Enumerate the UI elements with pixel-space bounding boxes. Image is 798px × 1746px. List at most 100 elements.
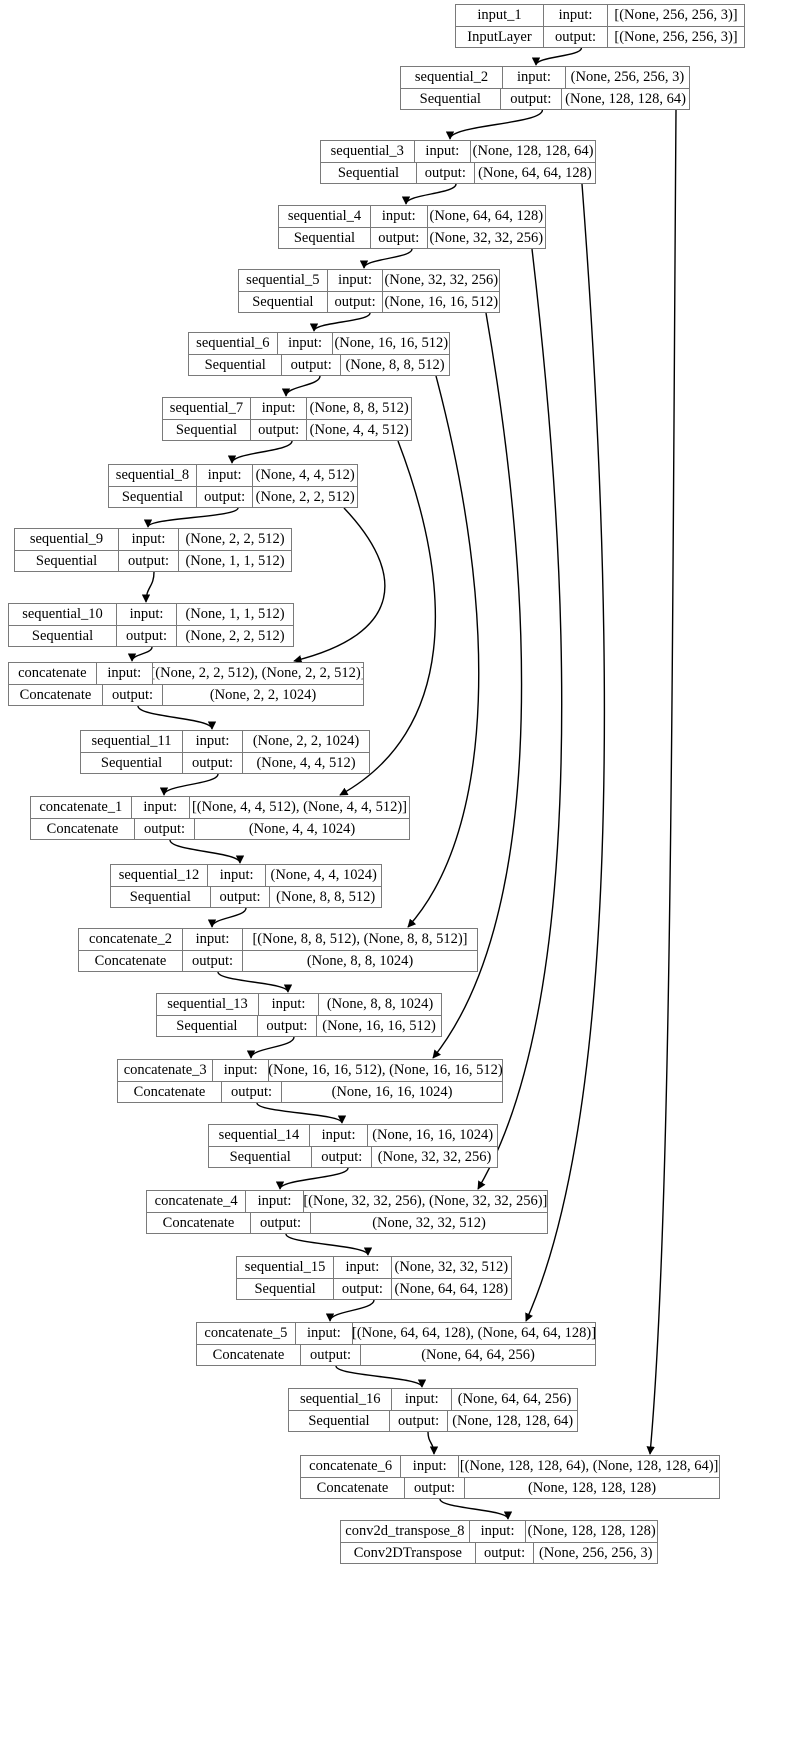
node-class: Sequential — [321, 162, 417, 183]
edge-sequential_2-to-sequential_3 — [445, 109, 544, 140]
node-output-shape: (None, 2, 2, 1024) — [209, 686, 317, 703]
node-output-label: output: — [417, 162, 475, 183]
node-output-label: output: — [334, 1278, 392, 1299]
node-class: Conv2DTranspose — [341, 1542, 476, 1563]
edge-sequential_16-to-concatenate_6 — [427, 1431, 439, 1455]
node-output-shape: (None, 32, 32, 512) — [372, 1214, 486, 1231]
edge-sequential_11-to-concatenate_1 — [159, 773, 219, 796]
edge-concatenate-to-sequential_11 — [137, 705, 217, 730]
node-class: Concatenate — [79, 950, 183, 971]
node-output-shape: [(None, 256, 256, 3)] — [614, 28, 738, 45]
node-input-shape: (None, 256, 256, 3) — [570, 69, 685, 85]
node-input-label: input: — [259, 994, 319, 1015]
node-input-shape: (None, 128, 128, 128) — [527, 1523, 656, 1539]
edge-sequential_10-to-concatenate — [127, 646, 153, 662]
node-input-label: input: — [392, 1389, 453, 1410]
node-name: sequential_8 — [109, 465, 197, 486]
node-input-shape: (None, 8, 8, 1024) — [326, 996, 434, 1012]
edge-sequential_13-to-concatenate_3 — [246, 1036, 295, 1059]
node-input-label: input: — [470, 1521, 527, 1542]
node-input-shape: [(None, 256, 256, 3)] — [614, 7, 738, 23]
node-output-shape: (None, 8, 8, 512) — [345, 356, 445, 373]
node-input-label: input: — [296, 1323, 354, 1344]
node-output-shape: (None, 16, 16, 1024) — [331, 1083, 453, 1100]
node-input-label: input: — [132, 797, 190, 818]
node-output-label: output: — [371, 227, 428, 248]
node-output-label: output: — [119, 550, 179, 571]
node-input-shape: [(None, 2, 2, 512), (None, 2, 2, 512)] — [152, 665, 363, 681]
node-output-shape: (None, 64, 64, 128) — [478, 164, 592, 181]
node-name: input_1 — [456, 5, 544, 26]
node-output-shape: (None, 2, 2, 512) — [255, 488, 355, 505]
node-output-label: output: — [103, 684, 163, 705]
node-input-label: input: — [503, 67, 566, 88]
node-input-label: input: — [117, 604, 177, 625]
edge-sequential_8-to-sequential_9 — [143, 507, 239, 528]
node-name: concatenate_5 — [197, 1323, 296, 1344]
node-input-label: input: — [251, 398, 308, 419]
node-class: Sequential — [289, 1410, 390, 1431]
node-name: sequential_5 — [239, 270, 328, 291]
node-input-shape: (None, 4, 4, 512) — [255, 467, 355, 483]
edge-concatenate_5-to-sequential_16 — [335, 1365, 427, 1388]
node-input-label: input: — [334, 1257, 392, 1278]
node-output-shape: (None, 256, 256, 3) — [538, 1544, 653, 1561]
node-input-label: input: — [119, 529, 179, 550]
node-input-shape: [(None, 64, 64, 128), (None, 64, 64, 128… — [353, 1325, 595, 1341]
node-input-label: input: — [208, 865, 267, 886]
node-class: Sequential — [237, 1278, 335, 1299]
node-class: Sequential — [401, 88, 501, 109]
skip-edge-sequential_6-to-concatenate_2 — [407, 375, 480, 928]
node-input-shape: (None, 64, 64, 256) — [457, 1391, 572, 1407]
node-output-shape: (None, 64, 64, 128) — [394, 1280, 509, 1297]
node-output-label: output: — [211, 886, 271, 907]
edge-sequential_7-to-sequential_8 — [227, 440, 293, 464]
edge-sequential_14-to-concatenate_4 — [275, 1167, 349, 1190]
node-class: Sequential — [15, 550, 119, 571]
node-output-label: output: — [251, 1212, 311, 1233]
node-output-label: output: — [258, 1015, 318, 1036]
skip-edge-sequential_8-to-concatenate — [293, 507, 386, 664]
edge-input_1-to-sequential_2 — [531, 47, 583, 66]
node-input-shape: [(None, 16, 16, 512), (None, 16, 16, 512… — [268, 1062, 502, 1078]
node-input-shape: [(None, 4, 4, 512), (None, 4, 4, 512)] — [191, 799, 407, 815]
edge-concatenate_3-to-sequential_14 — [256, 1102, 347, 1124]
node-class: Sequential — [109, 486, 197, 507]
node-output-shape: (None, 4, 4, 512) — [256, 754, 356, 771]
node-input-label: input: — [328, 270, 384, 291]
edge-concatenate_2-to-sequential_13 — [217, 971, 293, 993]
node-class: Sequential — [209, 1146, 313, 1167]
node-input-shape: [(None, 8, 8, 512), (None, 8, 8, 512)] — [252, 931, 468, 947]
node-output-shape: (None, 32, 32, 256) — [377, 1148, 492, 1165]
node-class: Concatenate — [31, 818, 135, 839]
node-class: Concatenate — [118, 1081, 222, 1102]
node-name: concatenate_4 — [147, 1191, 247, 1212]
node-output-label: output: — [390, 1410, 449, 1431]
node-name: concatenate — [9, 663, 97, 684]
edge-concatenate_6-to-conv2d_transpose_8 — [439, 1498, 513, 1520]
node-class: Sequential — [163, 419, 251, 440]
node-name: sequential_7 — [163, 398, 251, 419]
node-input-shape: (None, 16, 16, 1024) — [372, 1127, 494, 1143]
node-class: Sequential — [279, 227, 371, 248]
node-output-label: output: — [251, 419, 308, 440]
node-name: concatenate_3 — [118, 1060, 214, 1081]
node-output-shape: (None, 2, 2, 512) — [185, 627, 285, 644]
node-output-shape: (None, 16, 16, 512) — [384, 293, 499, 310]
node-input-shape: (None, 64, 64, 128) — [429, 208, 544, 224]
node-input-shape: (None, 2, 2, 512) — [185, 531, 285, 547]
node-name: concatenate_2 — [79, 929, 183, 950]
